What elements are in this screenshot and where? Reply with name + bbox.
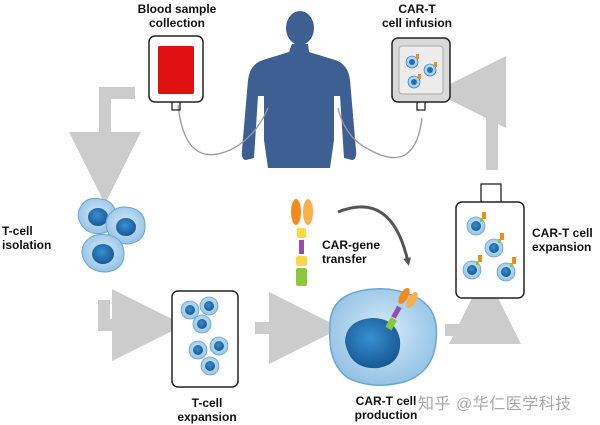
label-line: isolation xyxy=(2,238,52,252)
t-cell xyxy=(105,206,146,245)
human-body-icon xyxy=(241,11,357,168)
arrow-production-to-car-expansion xyxy=(445,272,521,344)
infusion-bag-icon xyxy=(391,37,451,111)
t-cell xyxy=(199,296,219,316)
label-car-gene-transfer: CAR-gene transfer xyxy=(322,238,380,266)
cycle-arrows xyxy=(69,56,521,364)
arrow-collection-to-isolation xyxy=(69,87,141,204)
t-cell xyxy=(192,314,212,334)
t-cell xyxy=(209,336,229,356)
label-line: Blood sample xyxy=(137,2,217,16)
label-line: cell infusion xyxy=(381,16,452,30)
label-line: expansion xyxy=(177,410,237,424)
car-t-cell xyxy=(466,212,486,236)
t-cell xyxy=(188,340,208,360)
label-line: CAR-gene xyxy=(322,238,381,252)
arrow-expansion-to-infusion xyxy=(434,56,506,170)
t-cell xyxy=(81,233,125,273)
label-line: CAR-T xyxy=(398,2,436,16)
label-line: transfer xyxy=(322,252,367,266)
label-blood-sample-collection: Blood sample collection xyxy=(122,2,232,30)
label-car-t-cell-production: CAR-T cell production xyxy=(336,394,436,422)
label-t-cell-isolation: T-cell isolation xyxy=(2,224,51,252)
car-t-cell xyxy=(462,255,482,280)
label-line: collection xyxy=(148,16,205,30)
t-cell-isolation-cluster xyxy=(77,197,146,273)
car-receptor xyxy=(385,287,418,331)
iv-tubing xyxy=(177,104,423,159)
label-line: CAR-T cell xyxy=(355,394,417,408)
t-cell xyxy=(200,356,220,376)
label-line: CAR-T cell xyxy=(532,226,593,240)
car-t-cell xyxy=(496,257,516,282)
label-line: expansion xyxy=(532,240,592,254)
watermark-text: 知乎 @华仁医学科技 xyxy=(418,396,572,413)
t-cell-expansion-box xyxy=(171,290,239,388)
infusion-cells xyxy=(405,54,437,89)
arrow-isolation-to-expansion xyxy=(98,289,184,361)
label-car-t-cell-infusion: CAR-T cell infusion xyxy=(362,2,472,30)
t-cell xyxy=(180,300,200,320)
gene-transfer-arrow xyxy=(337,205,412,266)
blood-bag-icon xyxy=(148,35,204,111)
car-t-cell xyxy=(484,233,504,258)
label-t-cell-expansion: T-cell expansion xyxy=(172,396,242,424)
car-construct-icon xyxy=(291,199,313,286)
label-line: T-cell xyxy=(191,396,223,410)
label-line: T-cell xyxy=(2,224,33,238)
label-line: production xyxy=(354,408,418,422)
car-t-expansion-box xyxy=(455,183,525,299)
label-car-t-cell-expansion: CAR-T cell expansion xyxy=(532,226,593,254)
car-t-production-cell xyxy=(329,287,438,386)
